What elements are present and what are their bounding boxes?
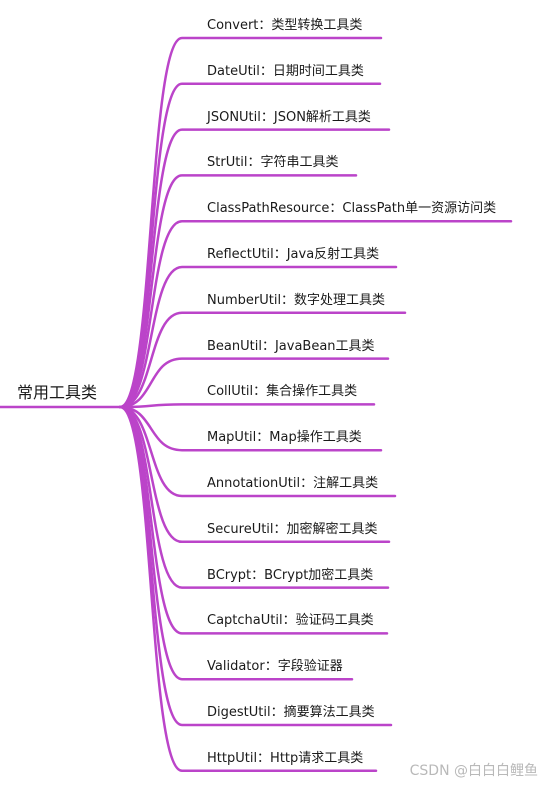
branch-node-label: DigestUtil：摘要算法工具类 [207, 705, 375, 720]
branch-connector [118, 265, 398, 409]
branch-node-label: StrUtil：字符串工具类 [207, 155, 339, 171]
watermark: CSDN @白白白鲤鱼 [409, 763, 538, 779]
branch-connector [118, 311, 407, 409]
branch-node-label: MapUtil：Map操作工具类 [207, 430, 362, 446]
branch-node-label: BCrypt：BCrypt加密工具类 [207, 567, 374, 583]
branch-connector [118, 357, 390, 409]
branch-node-label: HttpUtil：Http请求工具类 [207, 750, 364, 766]
branch-node-label: CaptchaUtil：验证码工具类 [207, 613, 374, 629]
branch-node-label: AnnotationUtil：注解工具类 [207, 476, 379, 491]
branch-node-label: ClassPathResource：ClassPath单一资源访问类 [207, 201, 497, 217]
branch-connector [118, 219, 513, 409]
branch-node-label: BeanUtil：JavaBean工具类 [207, 338, 375, 354]
branch-node-label: NumberUtil：数字处理工具类 [207, 292, 386, 308]
branch-node-label: Convert：类型转换工具类 [207, 18, 363, 33]
branch-connector [118, 405, 383, 452]
branch-connector [118, 405, 393, 727]
root-node-label: 常用工具类 [17, 383, 98, 402]
branch-node-label: CollUtil：集合操作工具类 [207, 384, 358, 400]
branch-node-label: DateUtil：日期时间工具类 [207, 63, 364, 79]
branch-node-label: SecureUtil：加密解密工具类 [207, 521, 378, 537]
branch-connector [118, 405, 391, 544]
branch-node-label: Validator：字段验证器 [207, 659, 343, 675]
branch-connector [118, 174, 358, 409]
branch-connector [118, 403, 376, 409]
branch-node-label: ReflectUtil：Java反射工具类 [207, 247, 380, 262]
branch-connector [118, 405, 378, 773]
branch-node-label: JSONUtil：JSON解析工具类 [207, 109, 371, 125]
